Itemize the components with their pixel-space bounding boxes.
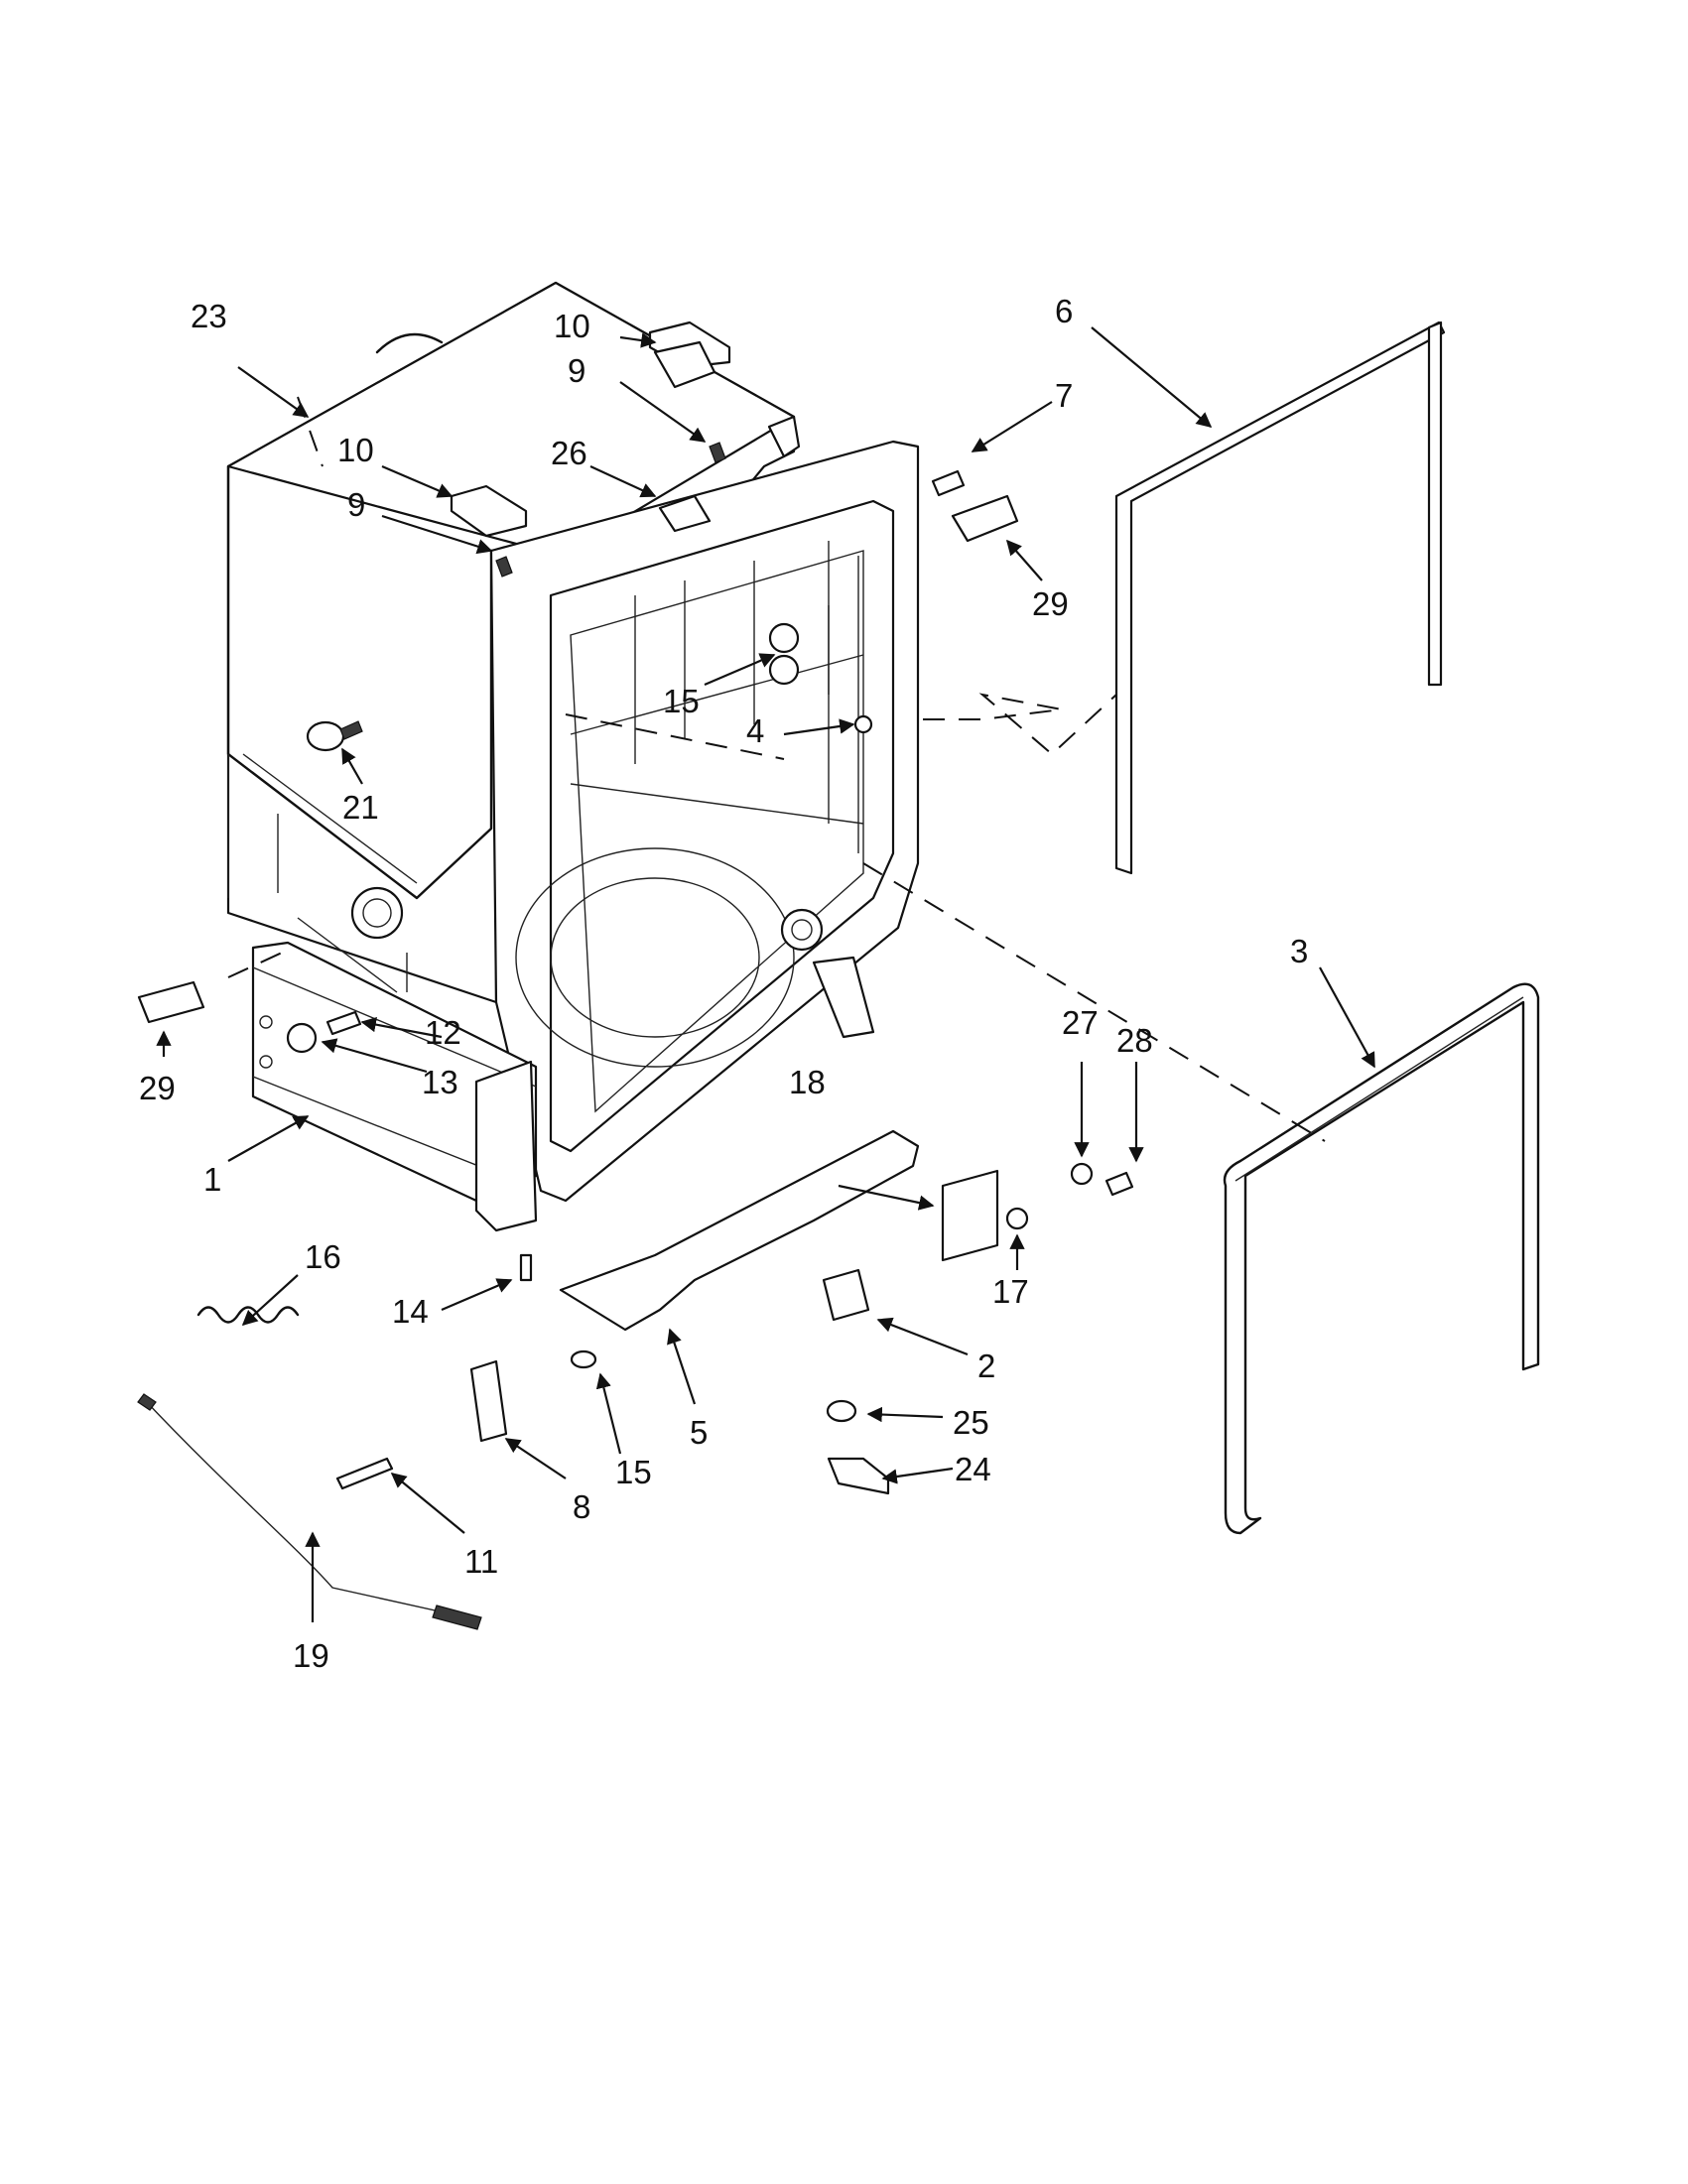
callout-11: 11 <box>464 1543 498 1580</box>
tub-assembly <box>226 281 920 1203</box>
callout-28: 28 <box>1116 1022 1153 1059</box>
roller-17a <box>768 622 800 654</box>
screw-9-lower <box>495 556 513 578</box>
door-seal-part-8 <box>469 1359 508 1443</box>
plug-29-right <box>951 494 1019 543</box>
callout-7: 7 <box>1055 377 1073 414</box>
callout-9-lower: 9 <box>347 486 365 523</box>
callout-15: 15 <box>615 1454 652 1490</box>
small-parts <box>137 321 1134 1630</box>
callout-8: 8 <box>573 1488 590 1525</box>
callout-13: 13 <box>422 1064 458 1100</box>
callout-1: 1 <box>203 1161 221 1198</box>
foot-15 <box>570 1349 597 1369</box>
callout-27: 27 <box>1062 1004 1099 1041</box>
tub-gasket <box>1223 982 1540 1535</box>
roller-17b <box>768 654 800 686</box>
door-gasket-side <box>1114 321 1446 875</box>
nut-13 <box>286 1022 318 1054</box>
callout-labels: 23 10 9 10 9 26 7 6 29 15 4 21 3 27 28 1… <box>139 293 1308 1674</box>
callout-9-upper: 9 <box>568 352 585 389</box>
clip-26 <box>653 340 716 389</box>
callout-19: 18 <box>789 1064 826 1100</box>
bracket-19 <box>941 1169 999 1262</box>
shield-5 <box>559 1129 920 1332</box>
callout-2: 2 <box>977 1348 995 1384</box>
leg-14 <box>519 1253 533 1282</box>
callout-18: 17 <box>992 1273 1029 1310</box>
callout-3: 3 <box>1290 933 1308 969</box>
callout-24: 24 <box>955 1451 991 1487</box>
spring-16 <box>196 1306 300 1324</box>
screw-18 <box>1005 1207 1029 1230</box>
callout-14: 14 <box>392 1293 429 1330</box>
fitting-25 <box>826 1399 857 1423</box>
callout-12: 12 <box>425 1014 461 1051</box>
bracket-24 <box>827 1457 890 1495</box>
leaders <box>156 326 1375 1622</box>
callout-10-upper: 10 <box>554 308 590 344</box>
callout-5: 5 <box>690 1414 708 1451</box>
callout-6: 6 <box>1055 293 1073 329</box>
callout-23: 23 <box>191 298 227 334</box>
screw-9-upper <box>709 442 726 463</box>
hinge-bracket-lower <box>450 484 528 538</box>
callout-29-left: 29 <box>139 1070 176 1106</box>
base-assembly <box>251 941 875 1232</box>
plug-21 <box>306 720 345 752</box>
stud-4 <box>853 714 873 734</box>
screw-7 <box>931 469 966 497</box>
callout-10-lower: 10 <box>337 432 374 468</box>
callout-20: 19 <box>293 1637 329 1674</box>
screw-11 <box>335 1457 394 1490</box>
callout-29-right: 29 <box>1032 585 1069 622</box>
callout-16: 16 <box>305 1238 341 1275</box>
screw-28 <box>1104 1171 1134 1197</box>
callout-25: 25 <box>953 1404 989 1441</box>
washer-27 <box>1070 1162 1094 1186</box>
callout-21: 21 <box>342 789 379 826</box>
callout-26: 26 <box>551 435 587 471</box>
cable-20 <box>143 1398 467 1618</box>
callout-4: 4 <box>746 712 764 749</box>
screw-12 <box>325 1010 362 1036</box>
plug-29-left <box>137 980 205 1024</box>
switch-2 <box>822 1268 870 1322</box>
callout-17: 15 <box>663 683 700 719</box>
